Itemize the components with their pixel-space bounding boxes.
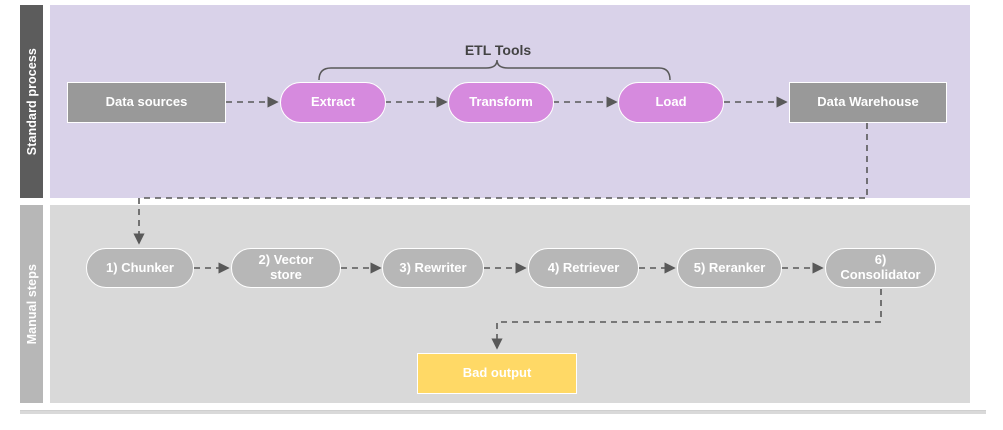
edge-data-warehouse-chunker — [133, 123, 868, 245]
node-chunker[interactable]: 1) Chunker — [86, 248, 194, 288]
node-retriever[interactable]: 4) Retriever — [528, 248, 639, 288]
node-extract[interactable]: Extract — [280, 82, 386, 123]
node-load[interactable]: Load — [618, 82, 724, 123]
edge-consolidator-bad-output — [491, 289, 882, 350]
etl-tools-label: ETL Tools — [464, 42, 532, 58]
lane-label-standard-process: Standard process — [20, 5, 43, 198]
node-rewriter[interactable]: 3) Rewriter — [382, 248, 484, 288]
node-transform[interactable]: Transform — [448, 82, 554, 123]
lane-label-manual-steps: Manual steps — [20, 205, 43, 403]
etl-tools-bracket — [318, 59, 671, 81]
node-consolidator[interactable]: 6) Consolidator — [825, 248, 936, 288]
bottom-divider — [20, 410, 986, 414]
node-data-sources[interactable]: Data sources — [67, 82, 226, 123]
node-data-warehouse[interactable]: Data Warehouse — [789, 82, 947, 123]
node-reranker[interactable]: 5) Reranker — [677, 248, 782, 288]
node-bad-output[interactable]: Bad output — [417, 353, 577, 394]
node-vector-store[interactable]: 2) Vector store — [231, 248, 341, 288]
